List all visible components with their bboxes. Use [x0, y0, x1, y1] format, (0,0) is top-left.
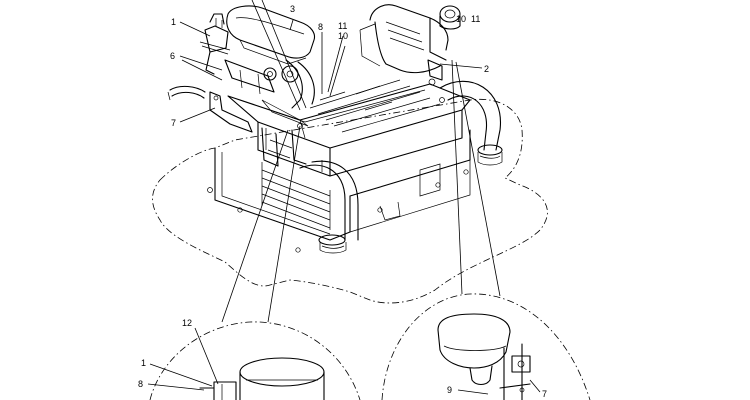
callout-11: 11	[338, 21, 347, 31]
right-control-knob	[439, 5, 461, 30]
hose-right	[439, 80, 503, 166]
detail-right-assembly	[437, 313, 531, 400]
detail-leader-lines	[221, 0, 501, 323]
callout-leaders	[147, 19, 541, 395]
armrest-left	[226, 5, 316, 65]
detail-left-callout-12: 12	[182, 318, 192, 328]
detail-left-callout-1: 1	[141, 358, 146, 368]
callout-labels: 1 6 7 3 8 11 10 10 11 2 12 1 8 9 7	[138, 4, 547, 399]
support-posts	[261, 59, 445, 167]
detail-right-callout-7: 7	[542, 389, 547, 399]
callout-2: 2	[484, 64, 489, 74]
joystick-left	[199, 13, 231, 75]
callout-1: 1	[171, 17, 176, 27]
callout-3: 3	[290, 4, 295, 14]
detail-left-assembly	[199, 357, 325, 400]
detail-circle-right	[381, 293, 591, 400]
armrest-linkage	[167, 59, 315, 133]
callout-10-right: 10	[456, 14, 466, 24]
detail-left-callout-8: 8	[138, 379, 143, 389]
callout-7: 7	[171, 118, 176, 128]
detail-circle-left	[149, 321, 361, 400]
callout-8: 8	[318, 22, 323, 32]
seat-back-assembly	[359, 4, 449, 74]
callout-11-right: 11	[471, 14, 480, 24]
floor-plate-outline	[152, 98, 548, 304]
detail-right-callout-9: 9	[447, 385, 452, 395]
callout-6: 6	[170, 51, 175, 61]
callout-10: 10	[338, 31, 348, 41]
seat-base-frame	[207, 79, 471, 253]
hose-left	[299, 160, 359, 254]
